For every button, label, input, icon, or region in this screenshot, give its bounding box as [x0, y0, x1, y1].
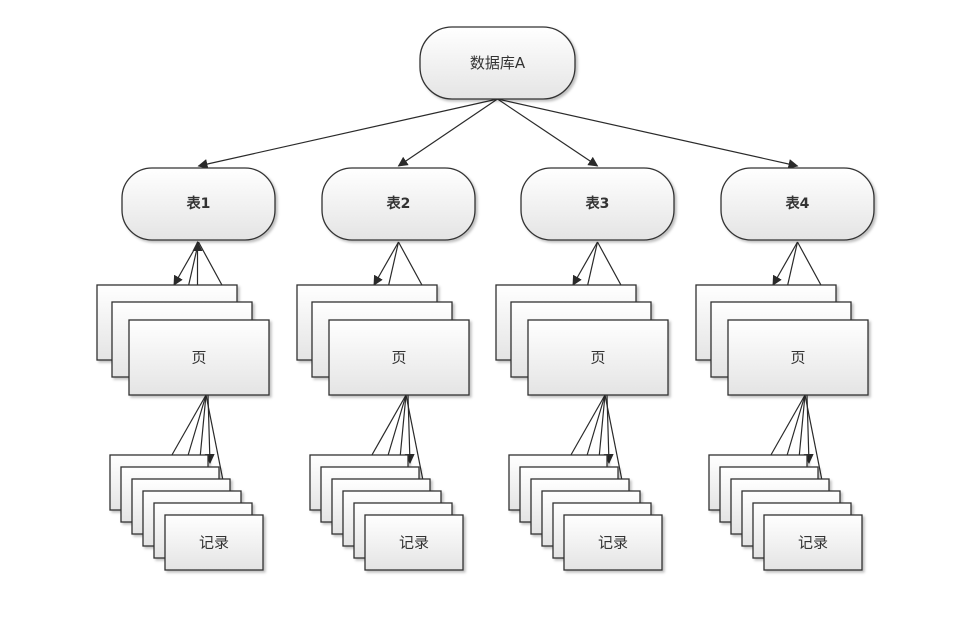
page-box-4-3 [727, 319, 869, 396]
record-label-4: 记录 [798, 534, 828, 552]
table-node-3 [520, 167, 675, 241]
page-label-1: 页 [191, 349, 206, 367]
arrow-table-to-page-3-1 [572, 241, 599, 286]
record-label-1: 记录 [199, 534, 229, 552]
database-label: 数据库A [470, 54, 526, 72]
arrow-page-to-record-2-5 [404, 394, 415, 464]
page-box-2-3 [328, 319, 470, 396]
arrow-table-to-page-4-1 [772, 241, 799, 286]
page-box-1-3 [128, 319, 270, 396]
table-node-4 [720, 167, 875, 241]
arrow-page-to-record-4-5 [803, 394, 814, 464]
database-node [419, 26, 576, 100]
page-label-3: 页 [590, 349, 605, 367]
arrow-root-to-table-2 [397, 98, 498, 167]
arrow-root-to-table-3 [497, 98, 599, 167]
arrow-page-to-record-3-5 [603, 394, 614, 464]
page-box-3-3 [527, 319, 669, 396]
page-label-2: 页 [391, 349, 406, 367]
arrow-table-to-page-1-1 [173, 241, 200, 286]
table-label-1: 表1 [186, 195, 211, 212]
table-node-2 [321, 167, 476, 241]
table-label-4: 表4 [785, 195, 810, 212]
arrow-root-to-table-1 [197, 98, 498, 169]
record-box-2-6 [364, 514, 464, 571]
record-label-2: 记录 [399, 534, 429, 552]
arrow-page-to-record-1-5 [204, 394, 215, 464]
record-box-1-6 [164, 514, 264, 571]
record-label-3: 记录 [598, 534, 628, 552]
record-box-3-6 [563, 514, 663, 571]
table-label-2: 表2 [386, 195, 411, 212]
arrow-table-to-page-2-1 [373, 241, 400, 286]
table-label-3: 表3 [585, 195, 610, 212]
page-label-4: 页 [790, 349, 805, 367]
arrow-root-to-table-4 [497, 98, 799, 169]
table-node-1 [121, 167, 276, 241]
nodes-layer: 数据库A 表1 页记录 表2 页记录 表3 页记录 表4 页记录 [96, 26, 875, 571]
record-box-4-6 [763, 514, 863, 571]
